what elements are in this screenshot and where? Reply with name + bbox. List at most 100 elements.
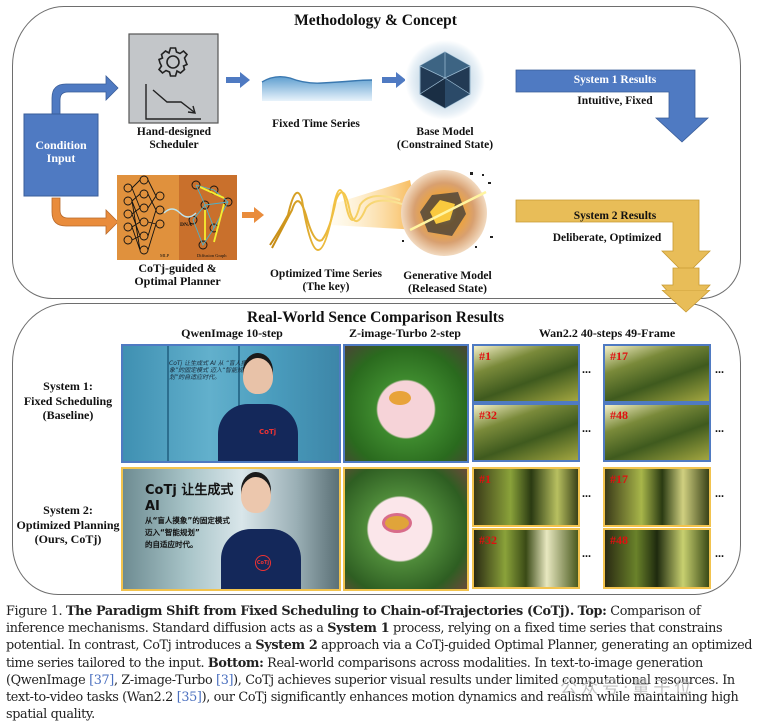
row-label-system1-line3: (Baseline) bbox=[42, 408, 94, 422]
caption-text: Comparison of inference mechanisms. Stan… bbox=[6, 604, 701, 637]
row-label-system1-line1: System 1: bbox=[43, 379, 93, 393]
planner-label-line1: CoTj-guided & bbox=[138, 261, 217, 275]
person-shirt bbox=[218, 404, 298, 461]
planner-image: DNA MLP Diffusion Graph bbox=[117, 175, 237, 260]
citation-link[interactable]: [35] bbox=[176, 690, 202, 706]
wan-system2-frame-48: #48 bbox=[603, 528, 711, 589]
caption-text: , Z-image-Turbo bbox=[113, 672, 213, 688]
planner-label-line2: Optimal Planner bbox=[134, 274, 221, 288]
caption-title: The Paradigm Shift from Fixed Scheduling… bbox=[65, 604, 574, 619]
scheduler-label-line1: Hand-designed bbox=[136, 126, 212, 138]
comparison-title: Real-World Sence Comparison Results bbox=[246, 309, 505, 326]
fixed-series-label: Fixed Time Series bbox=[272, 118, 360, 130]
orange-arrow-to-opt-series bbox=[242, 207, 264, 223]
condition-input-box bbox=[23, 113, 99, 197]
whiteboard-line-3: 迈入“智能规划” bbox=[145, 528, 200, 537]
ellipsis: ... bbox=[582, 362, 591, 376]
system2-results-subtitle: Deliberate, Optimized bbox=[552, 232, 662, 244]
generative-model-label-line2: (Released State) bbox=[408, 283, 487, 295]
flower-center bbox=[389, 391, 411, 405]
caption-bottom-label: Bottom: bbox=[207, 655, 264, 671]
wan-system2-frame-17: #17 bbox=[603, 467, 711, 527]
caption-system1: System 1 bbox=[327, 621, 390, 637]
caption-top-label: Top: bbox=[577, 604, 607, 619]
ellipsis: ... bbox=[715, 362, 724, 376]
frame-number: #48 bbox=[610, 533, 628, 547]
row-label-system2-line2: Optimized Planning bbox=[16, 517, 120, 532]
caption-text: Real-world comparisons across modalities… bbox=[6, 655, 703, 688]
watermark: 公众号·量子位 bbox=[560, 678, 696, 698]
wan-system2-frame-1: #1 bbox=[472, 467, 580, 527]
system2-results-title: System 2 Results bbox=[573, 210, 657, 222]
scheduler-box bbox=[128, 33, 219, 124]
whiteboard-line-4: 的自适应时代。 bbox=[145, 540, 198, 549]
generative-model-label-line1: Generative Model bbox=[403, 270, 492, 282]
optimized-series-label: Optimized Time Series (The key) bbox=[252, 268, 400, 294]
ellipsis: ... bbox=[715, 486, 724, 500]
ellipsis: ... bbox=[582, 421, 591, 435]
frame-number: #17 bbox=[610, 349, 628, 363]
frame-number: #1 bbox=[479, 349, 491, 363]
row-label-system1: System 1: Fixed Scheduling (Baseline) bbox=[14, 379, 122, 423]
whiteboard-line-2: 从“盲人摸象”的固定模式 bbox=[145, 516, 230, 525]
ellipsis: ... bbox=[582, 546, 591, 560]
system1-results-title: System 1 Results bbox=[573, 74, 657, 86]
optimized-series-label-line1: Optimized Time Series bbox=[269, 268, 382, 280]
frame-number: #32 bbox=[479, 408, 497, 422]
wan-system2-frame-32: #32 bbox=[472, 528, 580, 589]
ellipsis: ... bbox=[582, 486, 591, 500]
person-face bbox=[243, 358, 273, 394]
row-label-system1-line2: Fixed Scheduling bbox=[23, 393, 113, 408]
optimized-series-label-line2: (The key) bbox=[302, 281, 350, 293]
frame-number: #1 bbox=[479, 472, 491, 486]
blue-arrow-to-base-model bbox=[382, 72, 406, 88]
wan-system1-frame-1: #1 bbox=[472, 344, 580, 403]
system2-arrow-tip bbox=[661, 290, 711, 313]
wan-system1-frame-48: #48 bbox=[603, 403, 711, 462]
planner-dna-label: DNA bbox=[180, 222, 192, 228]
qwenimage-system1-image: CoTj 让生成式 AI 从 “盲人摸象”的固定模式 迈入“智能规划”的自适应时… bbox=[121, 344, 341, 463]
system1-results-arrow bbox=[515, 69, 710, 143]
figure-caption: Figure 1. The Paradigm Shift from Fixed … bbox=[6, 603, 756, 723]
wan-system1-frame-32: #32 bbox=[472, 403, 580, 462]
blue-arrow-to-scheduler bbox=[51, 75, 119, 117]
concept-diagram: DNA MLP Diffusion Graph bbox=[23, 33, 711, 313]
row-label-system2-line1: System 2: bbox=[43, 503, 93, 517]
scheduler-label-line2: Scheduler bbox=[149, 139, 199, 151]
decreasing-schedule-icon bbox=[145, 84, 201, 120]
blue-arrow-to-series bbox=[226, 72, 250, 88]
caption-text: process, relying on a fixed time series … bbox=[6, 621, 723, 654]
ellipsis: ... bbox=[715, 421, 724, 435]
planner-label: CoTj-guided & Optimal Planner bbox=[100, 262, 255, 288]
methodology-title: Methodology & Concept bbox=[294, 12, 457, 29]
shirt-logo-ours: CoTj bbox=[255, 555, 271, 571]
citation-link[interactable]: [3] bbox=[216, 672, 234, 688]
generative-model-label: Generative Model (Released State) bbox=[385, 270, 510, 296]
person-face-ours bbox=[241, 477, 271, 513]
zimage-system2-image bbox=[343, 467, 469, 591]
wan-system1-frame-17: #17 bbox=[603, 344, 711, 403]
base-model-label: Base Model (Constrained State) bbox=[380, 126, 510, 152]
row-label-system2-line3: (Ours, CoTj) bbox=[34, 532, 102, 546]
caption-text: ), our CoTj significantly enhances motio… bbox=[6, 690, 739, 723]
row-label-system2: System 2: Optimized Planning (Ours, CoTj… bbox=[14, 503, 122, 547]
caption-system2: System 2 bbox=[255, 638, 318, 654]
orange-arrow-to-planner bbox=[51, 197, 119, 235]
base-model-label-line1: Base Model bbox=[416, 126, 474, 138]
flower-center-ours bbox=[385, 516, 409, 530]
zimage-system1-image bbox=[343, 344, 469, 463]
shirt-logo: CoTj bbox=[259, 428, 277, 436]
system2-results-arrow bbox=[515, 199, 711, 276]
column-header-qwenimage: QwenImage 10-step bbox=[181, 326, 283, 340]
base-model-label-line2: (Constrained State) bbox=[396, 139, 494, 151]
condition-input-label: Condition Input bbox=[35, 138, 87, 165]
column-header-wan: Wan2.2 40-steps 49-Frame bbox=[538, 326, 676, 340]
citation-link[interactable]: [37] bbox=[89, 672, 114, 688]
ellipsis: ... bbox=[715, 546, 724, 560]
planner-mlp-label: MLP bbox=[160, 253, 170, 258]
caption-text: ), CoTj achieves superior visual results… bbox=[6, 672, 735, 706]
whiteboard-text: CoTj 让生成式 AI 从 “盲人摸象”的固定模式 迈入“智能规划”的自适应时… bbox=[169, 360, 247, 381]
frame-number: #48 bbox=[610, 408, 628, 422]
frame-number: #32 bbox=[479, 533, 497, 547]
fixed-series-wave bbox=[262, 76, 372, 101]
